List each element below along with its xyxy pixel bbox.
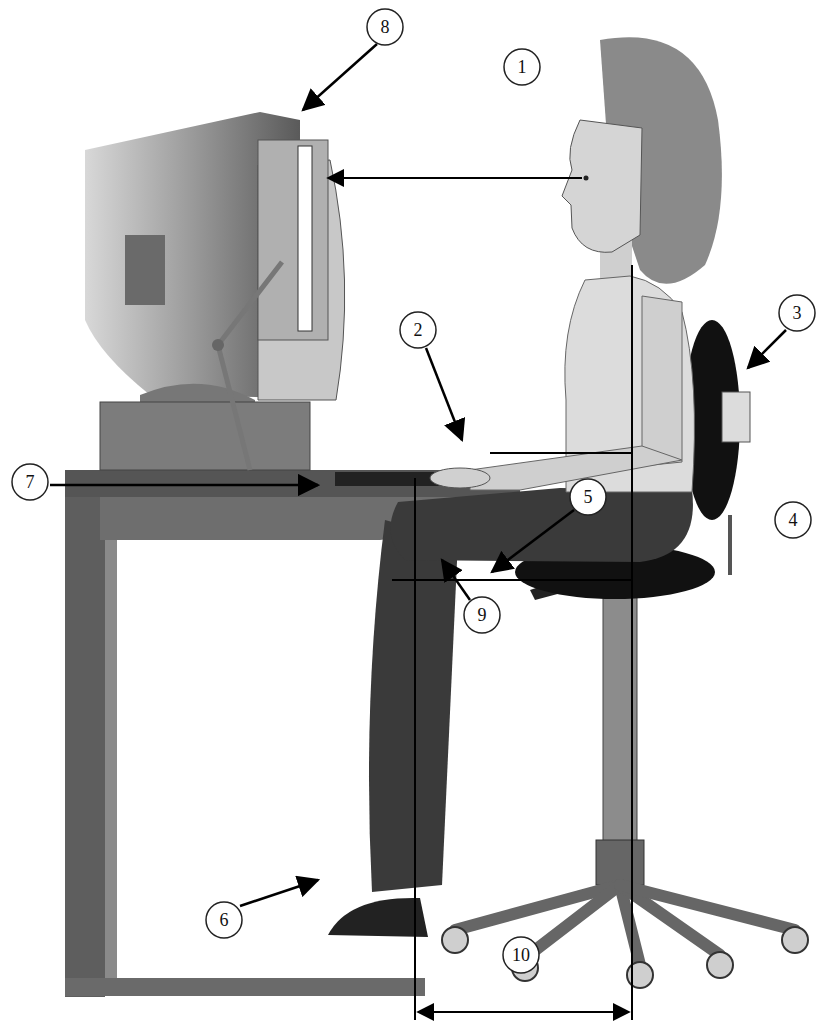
lower-leg — [369, 520, 458, 892]
vent-grille — [125, 235, 165, 305]
monitor-arm — [218, 262, 282, 470]
circle-shape — [367, 9, 403, 45]
callout-circle: 4 — [774, 501, 812, 539]
callout-circle: 9 — [463, 596, 501, 634]
circle-shape — [570, 479, 606, 515]
wheel — [442, 927, 468, 953]
document-strip — [298, 146, 312, 331]
callout-circle: 6 — [205, 901, 243, 939]
callout-number: 4 — [789, 511, 798, 529]
chair-leg — [620, 885, 795, 930]
monitor-stand — [140, 384, 255, 402]
callout-number: 6 — [220, 911, 229, 929]
lumbar-knob — [722, 392, 750, 442]
chair-leg — [525, 885, 620, 958]
callout-number: 10 — [512, 946, 530, 964]
wheel — [782, 927, 808, 953]
dimension-arrow — [418, 1011, 629, 1013]
callout-circle: 1 — [503, 48, 541, 86]
leader-arrow — [426, 348, 462, 440]
callout-circle: 2 — [399, 311, 437, 349]
circle-shape — [775, 502, 811, 538]
face — [562, 120, 642, 252]
callout-circle: 8 — [366, 8, 404, 46]
backrest-post — [728, 515, 732, 575]
callout-number: 3 — [793, 304, 802, 322]
chair-wheels — [442, 927, 808, 988]
circle-shape — [464, 597, 500, 633]
leader-arrow — [492, 510, 574, 572]
eye — [584, 176, 589, 181]
circle-shape — [504, 49, 540, 85]
leader-arrow — [303, 44, 377, 110]
circle-shape — [12, 464, 48, 500]
computer-base — [100, 402, 310, 470]
circle-shape — [400, 312, 436, 348]
callout-number: 5 — [584, 488, 593, 506]
leader-arrows — [50, 44, 786, 906]
callout-number: 2 — [414, 321, 423, 339]
sight-line-arrow — [328, 177, 582, 179]
document-holder — [258, 140, 328, 340]
wheel — [627, 962, 653, 988]
desk-leg — [65, 497, 105, 997]
circle-shape — [206, 902, 242, 938]
keyboard — [335, 472, 445, 486]
reference-line — [631, 265, 633, 1020]
leader-arrow — [442, 560, 470, 600]
callout-circle: 10 — [502, 936, 540, 974]
callout-circle: 3 — [778, 294, 816, 332]
circle-shape — [779, 295, 815, 331]
wheel — [707, 952, 733, 978]
leader-arrow — [748, 330, 786, 368]
callout-circle: 7 — [11, 463, 49, 501]
callout-number: 8 — [381, 18, 390, 36]
leader-arrow — [50, 484, 318, 487]
callout-circle: 5 — [569, 478, 607, 516]
monitor-vents — [125, 235, 165, 305]
elbow-line — [490, 452, 632, 454]
hand — [430, 468, 490, 488]
thigh — [390, 488, 692, 562]
circle-shape — [503, 937, 539, 973]
desk-foot-bar — [65, 978, 425, 996]
upper-arm — [642, 296, 682, 466]
thigh-line — [392, 579, 632, 581]
shoe — [328, 898, 428, 937]
desk-leg-inner — [105, 540, 117, 980]
arm-joint — [212, 339, 224, 351]
reference-line — [414, 478, 416, 1020]
chair-collar — [596, 840, 644, 885]
callout-number: 9 — [478, 606, 487, 624]
callout-number: 1 — [518, 58, 527, 76]
callout-number: 7 — [26, 473, 35, 491]
leader-arrow — [240, 880, 318, 906]
